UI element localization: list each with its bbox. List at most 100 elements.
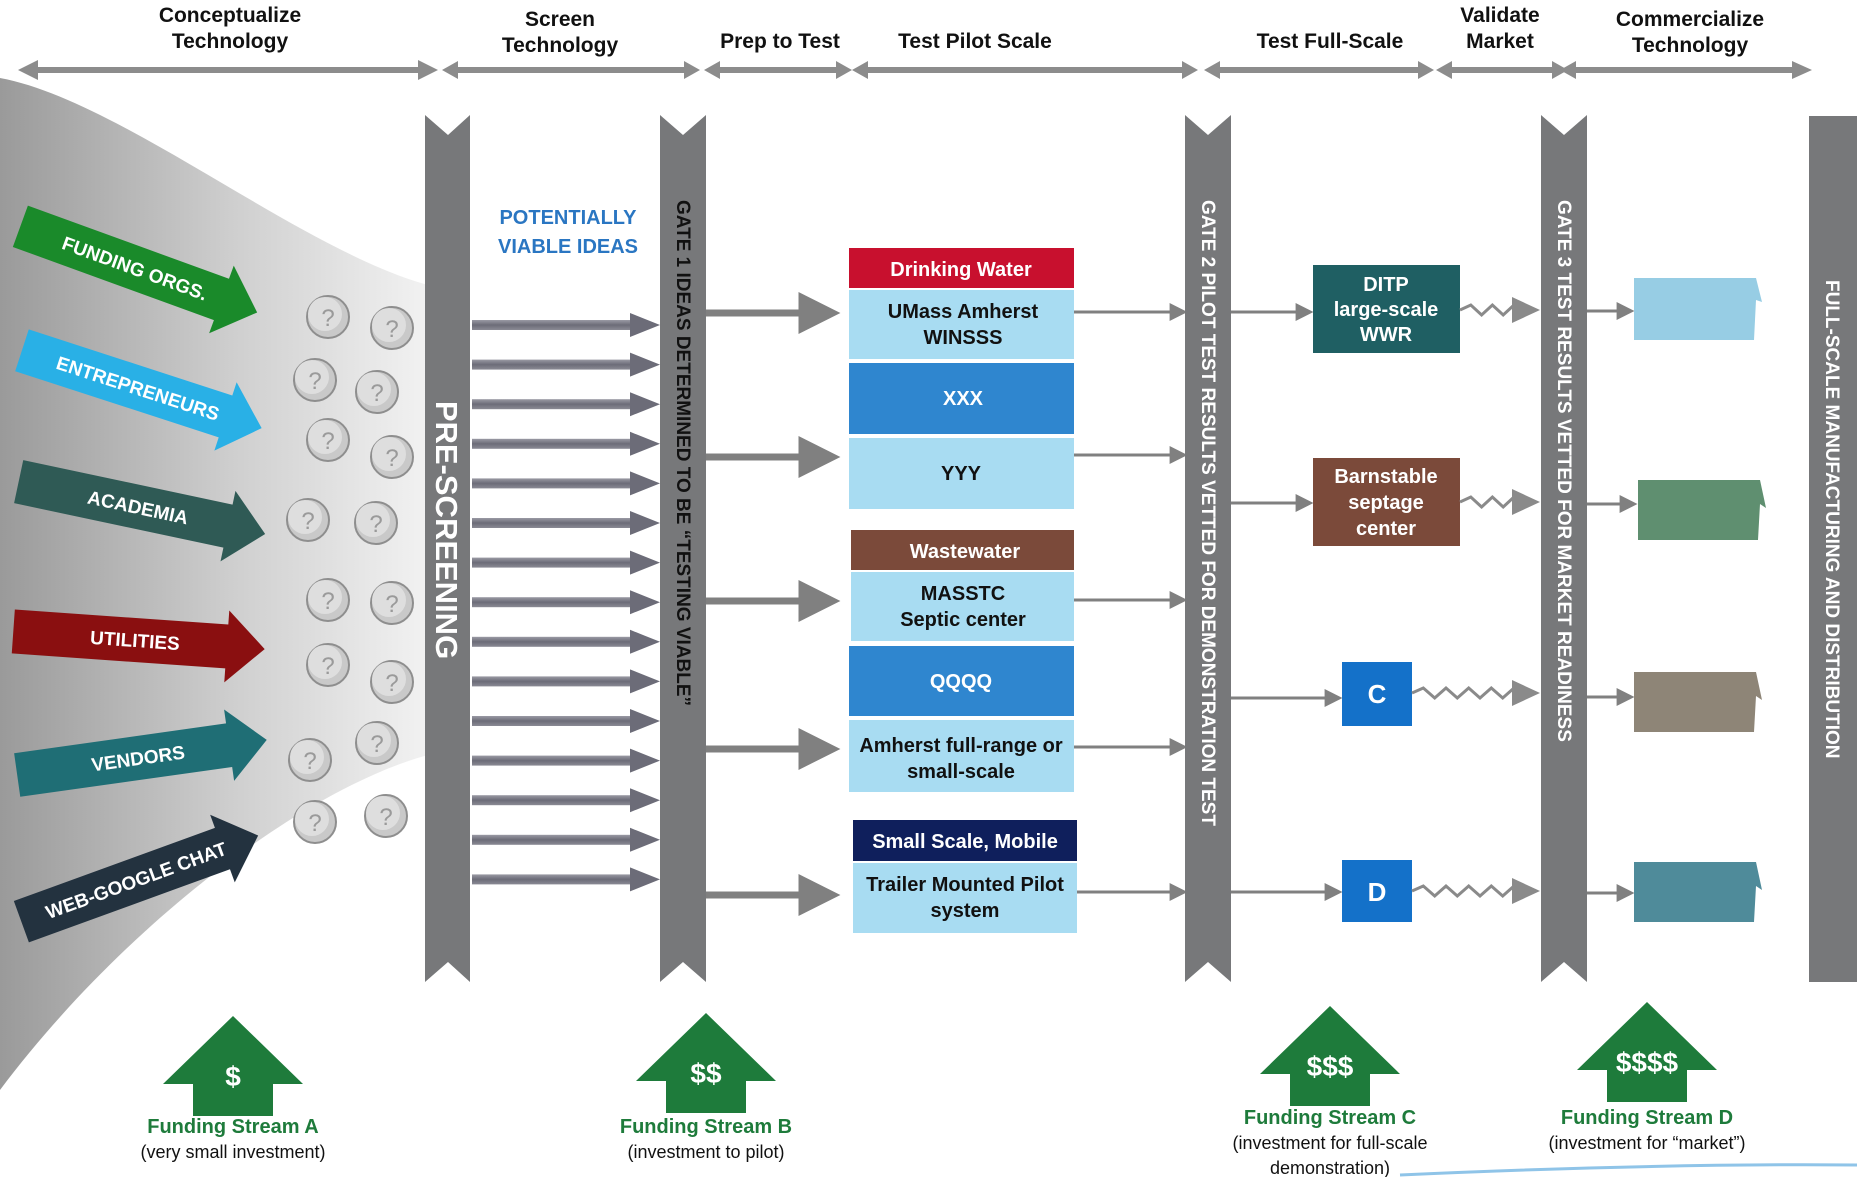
question-bubble-icon: ? — [306, 643, 350, 687]
viable-idea-arrow — [472, 431, 660, 456]
question-bubble-icon: ? — [370, 435, 414, 479]
squiggle-arrow — [1411, 680, 1540, 706]
question-bubble-icon: ? — [293, 358, 337, 402]
viable-idea-arrow — [472, 748, 660, 773]
funding-up-arrow-icon — [636, 1013, 776, 1113]
viable-idea-arrow — [472, 867, 660, 892]
svg-text:?: ? — [321, 588, 334, 615]
umass-label-2: WINSSS — [924, 327, 1003, 349]
pilot-output-arrows — [1074, 303, 1188, 901]
funding-name: Funding Stream A — [147, 1116, 318, 1138]
potentially-viable-label-1: POTENTIALLY — [499, 207, 637, 229]
gate-2-bar: GATE 2 PILOT TEST RESULTS VETTED FOR DEM… — [1185, 115, 1231, 982]
small-scale-label: Small Scale, Mobile — [872, 831, 1058, 853]
ditp-label-3: WWR — [1360, 324, 1413, 346]
barnstable-box — [1313, 458, 1460, 546]
funding-streams: $Funding Stream A(very small investment)… — [140, 1002, 1746, 1177]
prescreening-label: PRE-SCREENING — [429, 401, 464, 659]
umass-box — [849, 290, 1074, 359]
funding-description: (investment for full-scale — [1232, 1133, 1427, 1153]
svg-text:?: ? — [385, 591, 398, 618]
idea-bubble-cluster: ???????????????? — [286, 295, 414, 844]
gate1-output-arrows — [706, 292, 841, 916]
gate-2-label: GATE 2 PILOT TEST RESULTS VETTED FOR DEM… — [1197, 200, 1218, 826]
pilot-scale-column: Drinking Water UMass Amherst WINSSS XXX … — [849, 248, 1077, 933]
svg-text:?: ? — [379, 804, 392, 831]
qqqq-label: QQQQ — [930, 671, 992, 693]
stage-label-conceptualize-1: Conceptualize — [159, 4, 301, 27]
full-scale-column: DITP large-scale WWR Barnstable septage … — [1313, 265, 1460, 922]
question-bubble-icon: ? — [364, 794, 408, 838]
gate-1-bar: GATE 1 IDEAS DETERMINED TO BE “TESTING V… — [660, 115, 706, 982]
funding-stream-c: $$$Funding Stream C(investment for full-… — [1232, 1006, 1428, 1177]
market-validation-squiggles — [1411, 297, 1540, 904]
viable-idea-arrow — [472, 788, 660, 813]
funding-stream-a: $Funding Stream A(very small investment) — [140, 1016, 326, 1162]
stage-span-arrow-conceptualize — [18, 60, 438, 80]
funding-up-arrow-icon — [163, 1016, 303, 1116]
viable-idea-arrow — [472, 511, 660, 535]
funding-symbol: $$$$ — [1616, 1047, 1679, 1078]
stage-span-arrow-validate — [1436, 61, 1568, 79]
stage-label-commercialize-2: Technology — [1632, 34, 1749, 57]
trailer-label-1: Trailer Mounted Pilot — [866, 874, 1064, 896]
commercial-products — [1634, 278, 1766, 922]
source-arrow-utilities: UTILITIES — [11, 609, 265, 683]
stage-label-pilot: Test Pilot Scale — [898, 30, 1052, 53]
svg-text:?: ? — [308, 810, 321, 837]
svg-text:?: ? — [308, 368, 321, 395]
commercial-block-2 — [1638, 480, 1766, 540]
viable-idea-arrow — [472, 471, 660, 496]
svg-text:?: ? — [370, 731, 383, 758]
source-arrow-vendors: VENDORS — [14, 709, 267, 797]
squiggle-arrow — [1459, 297, 1540, 323]
amherst-box — [849, 720, 1074, 792]
xxx-box — [849, 363, 1074, 434]
svg-text:?: ? — [385, 316, 398, 343]
viable-idea-arrow — [472, 827, 660, 852]
funding-up-arrow-icon — [1260, 1006, 1400, 1106]
question-bubble-icon: ? — [293, 800, 337, 844]
masstc-label-1: MASSTC — [921, 583, 1005, 605]
question-bubble-icon: ? — [355, 370, 399, 414]
funding-description: (very small investment) — [140, 1142, 325, 1162]
masstc-box — [851, 572, 1074, 641]
squiggle-arrow — [1459, 489, 1540, 515]
viable-idea-arrow — [472, 550, 660, 575]
svg-text:?: ? — [321, 305, 334, 332]
funding-stream-d: $$$$ Funding Stream D (investment for “mar… — [1548, 1002, 1746, 1153]
question-bubble-icon: ? — [288, 738, 332, 782]
barnstable-label-2: septage — [1348, 492, 1424, 514]
barnstable-label-3: center — [1356, 518, 1416, 540]
stage-span-arrow-pilot — [852, 61, 1198, 79]
wastewater-header — [851, 530, 1074, 570]
d-box — [1342, 860, 1412, 922]
viable-idea-arrow — [472, 352, 660, 377]
ditp-box — [1313, 265, 1460, 353]
funding-name: Funding Stream D — [1561, 1107, 1733, 1129]
funding-name: Funding Stream C — [1244, 1107, 1416, 1129]
funding-description: (investment for “market”) — [1548, 1133, 1745, 1153]
question-bubble-icon: ? — [306, 418, 350, 462]
svg-text:?: ? — [385, 670, 398, 697]
funding-name: Funding Stream B — [620, 1116, 792, 1138]
drinking-water-label: Drinking Water — [890, 259, 1032, 281]
svg-text:?: ? — [321, 653, 334, 680]
masstc-label-2: Septic center — [900, 609, 1026, 631]
question-bubble-icon: ? — [354, 501, 398, 545]
svg-text:?: ? — [370, 380, 383, 407]
full-scale-manufacturing-bar: FULL-SCALE MANUFACTURING AND DISTRIBUTIO… — [1809, 116, 1857, 982]
gate-3-bar: GATE 3 TEST RESULTS VETTED FOR MARKET RE… — [1541, 115, 1587, 982]
stage-label-commercialize-1: Commercialize — [1616, 8, 1764, 31]
stage-label-validate-1: Validate — [1460, 4, 1539, 27]
c-label: C — [1368, 679, 1387, 709]
viable-idea-arrow — [472, 392, 660, 417]
gate2-output-arrows — [1231, 303, 1343, 901]
trailer-box — [853, 863, 1077, 933]
stage-label-fullscale: Test Full-Scale — [1257, 30, 1404, 53]
svg-text:?: ? — [303, 748, 316, 775]
funding-description-2: demonstration) — [1270, 1158, 1390, 1177]
umass-label-1: UMass Amherst — [888, 301, 1039, 323]
stage-span-arrow-commercialize — [1560, 61, 1812, 79]
